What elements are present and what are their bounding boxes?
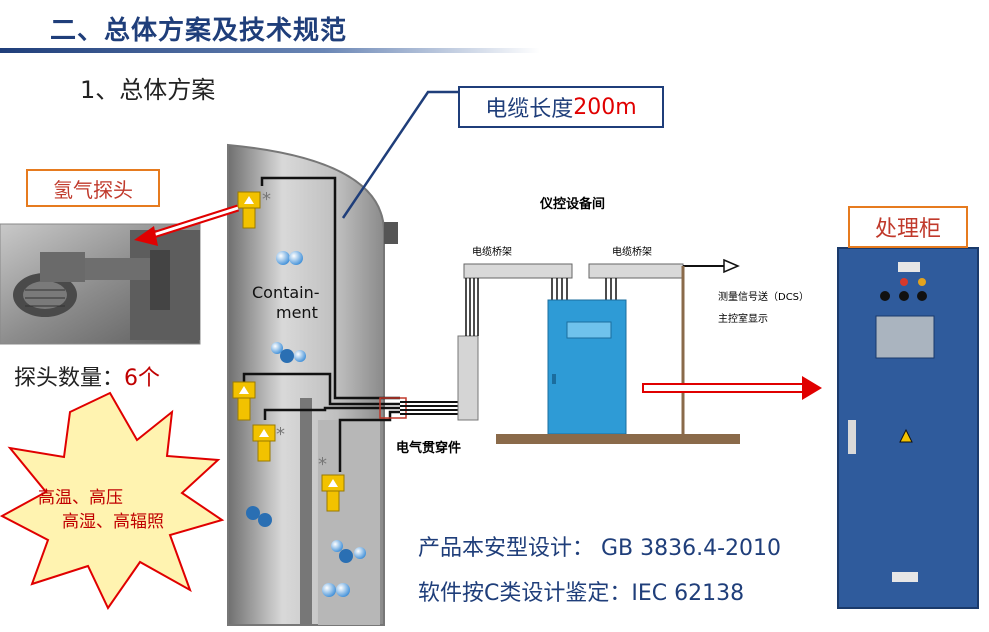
page-title: 二、总体方案及技术规范 [50,16,348,46]
tray-cables [551,278,617,302]
section-subtitle: 1、总体方案 [80,76,216,104]
standard-line: 软件按C类设计鉴定：IEC 62138 [418,581,745,606]
containment-label: ment [276,303,318,322]
signal-arrow-icon [723,258,740,274]
cable-callout-leader [341,90,458,219]
conditions-starburst [0,391,225,610]
svg-text:*: * [318,454,327,475]
internal-cables [242,176,400,472]
probe-pointer-arrow [134,204,240,246]
cable-length-label: 电缆长度 [485,97,574,122]
molecule-icons [246,251,366,597]
standard-line: 产品本安型设计： GB 3836.4-2010 [418,536,782,561]
cable-tray [588,263,684,279]
cabinet-callout: 处理柜 [848,206,968,248]
signal-label: 测量信号送（DCS） [718,290,809,303]
svg-text:*: * [262,189,271,210]
svg-text:*: * [276,424,285,445]
cabinet-pointer-arrow [642,376,822,400]
conditions-text: 高湿、高辐照 [62,512,164,532]
probe-count-label: 探头数量： [14,366,125,391]
hydrogen-probe-icon [232,381,256,421]
asterisk-marks: * * * [262,189,327,475]
conditions-text: 高温、高压 [38,488,123,508]
tray-cables [465,278,479,336]
processing-cabinet [837,247,979,609]
ic-cabinet [547,299,627,435]
hydrogen-probe-icon [252,424,276,462]
ic-room-label: 仪控设备间 [539,196,605,212]
signal-label: 主控室显示 [718,312,768,325]
containment-vessel [227,143,398,626]
probe-count: 探头数量：6个 [14,360,160,392]
hydrogen-probe-icon [321,474,345,512]
hydrogen-probe-callout: 氢气探头 [26,169,160,207]
cable-tray-label: 电缆桥架 [612,245,652,258]
hydrogen-probe-icon [237,191,261,229]
floor-platform [496,434,740,444]
penetration-label: 电气贯穿件 [396,440,461,456]
title-underline [0,48,540,53]
cable-tray-label: 电缆桥架 [472,245,512,258]
probe-count-value: 6个 [124,366,161,391]
probe-photo [0,223,201,345]
cable-tray [463,263,573,279]
cable-length-value: 200m [573,94,637,120]
electrical-penetration [379,335,479,421]
containment-label: Contain- [252,283,320,302]
